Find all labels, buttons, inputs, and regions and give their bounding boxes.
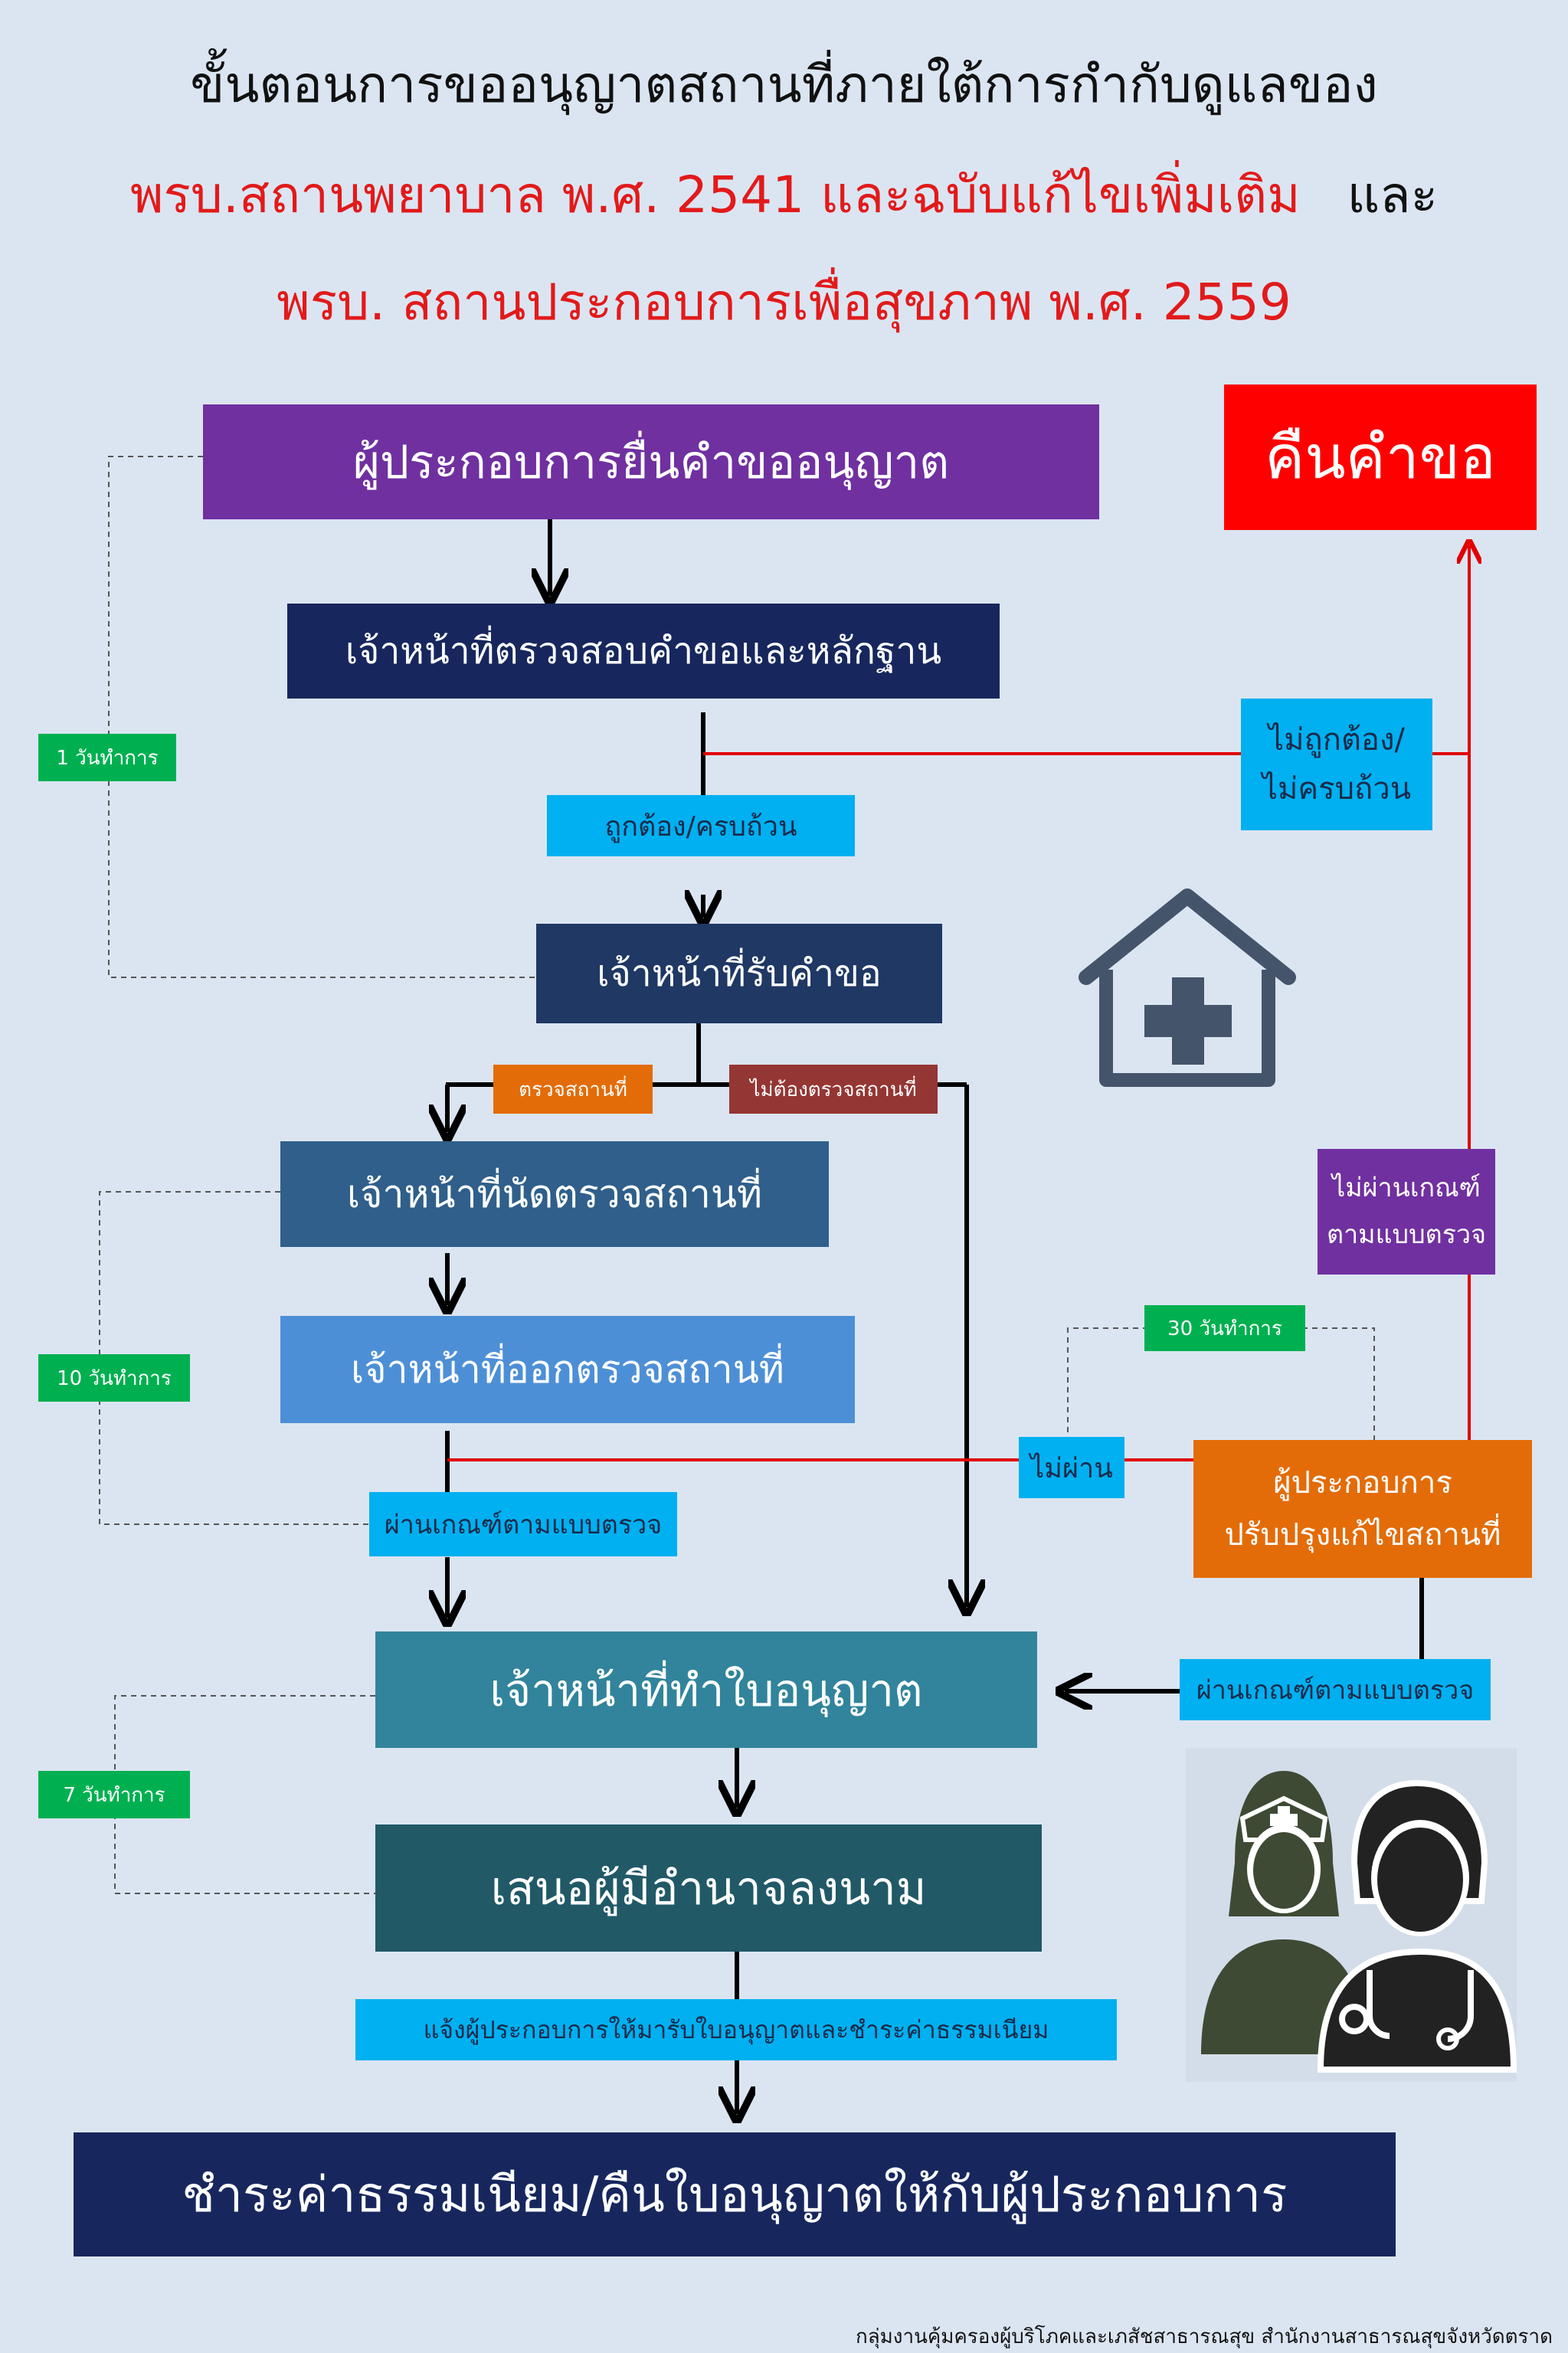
step-issue: เจ้าหน้าที่ทำใบอนุญาต bbox=[375, 1631, 1037, 1748]
label-no-inspect: ไม่ต้องตรวจสถานที่ bbox=[729, 1065, 938, 1114]
label-notify: แจ้งผู้ประกอบการให้มารับใบอนุญาตและชำระค… bbox=[355, 1999, 1117, 2060]
label-fail-criteria-line1: ไม่ผ่านเกณฑ์ bbox=[1332, 1172, 1481, 1203]
step-receive: เจ้าหน้าที่รับคำขอ bbox=[536, 924, 942, 1023]
label-incorrect: ไม่ถูกต้อง/ ไม่ครบถ้วน bbox=[1241, 699, 1432, 830]
title-line-2-red: พรบ.สถานพยาบาล พ.ศ. 2541 และฉบับแก้ไขเพิ… bbox=[129, 165, 1301, 224]
label-correct: ถูกต้อง/ครบถ้วน bbox=[547, 795, 855, 856]
label-incorrect-line2: ไม่ครบถ้วน bbox=[1262, 771, 1412, 807]
step-return-request: คืนคำขอ bbox=[1224, 385, 1537, 530]
dashed-bracket-10day bbox=[99, 1191, 369, 1525]
dashed-bracket-1day bbox=[108, 456, 536, 978]
step-sign: เสนอผู้มีอำนาจลงนาม bbox=[375, 1824, 1042, 1952]
step-apply: ผู้ประกอบการยื่นคำขออนุญาต bbox=[203, 404, 1099, 519]
footer-credit: กลุ่มงานคุ้มครองผู้บริโภคและเภสัชสาธารณส… bbox=[855, 2325, 1553, 2348]
label-pass-criteria: ผ่านเกณฑ์ตามแบบตรวจ bbox=[369, 1492, 677, 1556]
title-line-3: พรบ. สถานประกอบการเพื่อสุขภาพ พ.ศ. 2559 bbox=[277, 273, 1291, 332]
duration-1-day: 1 วันทำการ bbox=[38, 734, 176, 781]
step-inspect: เจ้าหน้าที่ออกตรวจสถานที่ bbox=[280, 1316, 855, 1423]
step-schedule: เจ้าหน้าที่นัดตรวจสถานที่ bbox=[280, 1141, 829, 1247]
step-check: เจ้าหน้าที่ตรวจสอบคำขอและหลักฐาน bbox=[287, 604, 1000, 699]
label-fail-criteria-line2: ตามแบบตรวจ bbox=[1326, 1219, 1487, 1250]
label-incorrect-line1: ไม่ถูกต้อง/ bbox=[1268, 722, 1405, 758]
step-improve-line1: ผู้ประกอบการ bbox=[1273, 1465, 1452, 1500]
title-line-2: พรบ.สถานพยาบาล พ.ศ. 2541 และฉบับแก้ไขเพิ… bbox=[0, 170, 1568, 221]
title-line-1: ขั้นตอนการขออนุญาตสถานที่ภายใต้การกำกับด… bbox=[190, 55, 1378, 114]
medical-staff-illustration bbox=[1186, 1748, 1517, 2082]
step-improve-line2: ปรับปรุงแก้ไขสถานที่ bbox=[1224, 1517, 1501, 1553]
step-final: ชำระค่าธรรมเนียม/คืนใบอนุญาตให้กับผู้ประ… bbox=[74, 2132, 1396, 2256]
hospital-house-icon bbox=[1079, 889, 1296, 1087]
doctor-icon bbox=[1317, 1779, 1517, 2073]
label-fail-criteria: ไม่ผ่านเกณฑ์ ตามแบบตรวจ bbox=[1318, 1149, 1495, 1275]
label-inspect-site: ตรวจสถานที่ bbox=[493, 1065, 653, 1114]
step-improve: ผู้ประกอบการ ปรับปรุงแก้ไขสถานที่ bbox=[1193, 1440, 1532, 1578]
label-fail: ไม่ผ่าน bbox=[1019, 1437, 1124, 1498]
duration-7-day: 7 วันทำการ bbox=[38, 1771, 190, 1818]
title-line-2-and: และ bbox=[1347, 165, 1439, 224]
duration-10-day: 10 วันทำการ bbox=[38, 1354, 190, 1402]
nurse-icon bbox=[1201, 1771, 1367, 2054]
duration-30-day: 30 วันทำการ bbox=[1144, 1305, 1305, 1351]
dashed-bracket-30day bbox=[1067, 1327, 1375, 1440]
label-pass-criteria-right: ผ่านเกณฑ์ตามแบบตรวจ bbox=[1180, 1659, 1491, 1720]
